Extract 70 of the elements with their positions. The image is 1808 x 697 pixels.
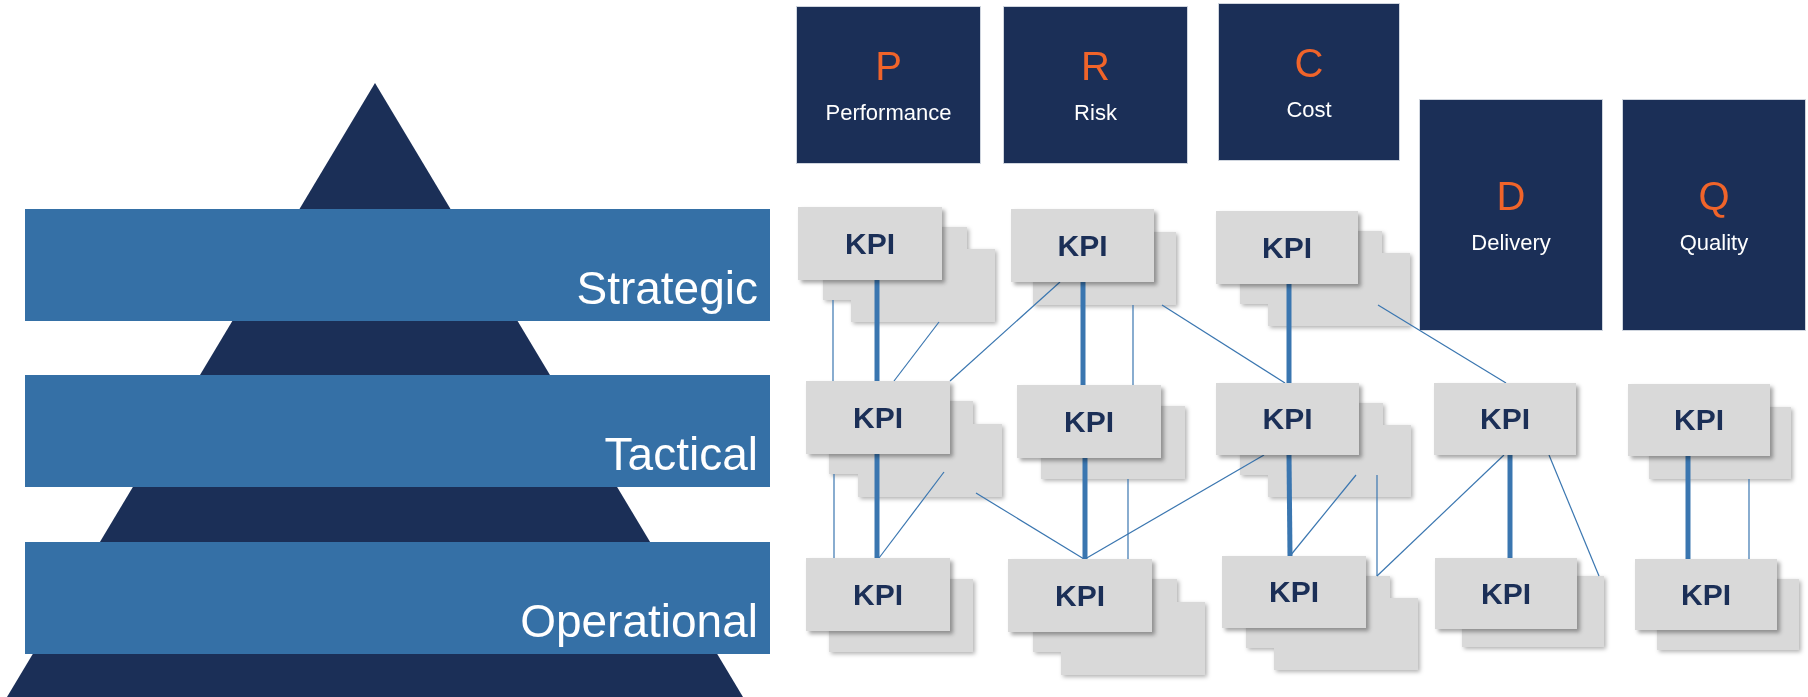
kpi-card (1628, 384, 1770, 456)
tile-letter: Q (1698, 176, 1730, 216)
connector-line (1286, 454, 1293, 557)
tile-letter: P (875, 46, 902, 86)
tile-label: Quality (1679, 232, 1749, 254)
level-label: Operational (520, 593, 758, 649)
connector-line (975, 492, 1085, 560)
kpi-label: KPI (853, 402, 903, 433)
connector-line (874, 454, 880, 558)
connector-line (1376, 454, 1505, 577)
connector-line (1127, 478, 1129, 560)
connector-line (1286, 284, 1292, 383)
kpi-label: KPI (1674, 405, 1724, 435)
connector-line (1685, 456, 1691, 559)
connector-line (1084, 454, 1265, 560)
kpi-label: KPI (1262, 404, 1313, 434)
connector-line (1376, 474, 1378, 577)
kpi-label: KPI (1481, 578, 1531, 609)
category-tile (1003, 6, 1188, 164)
kpi-card (1008, 559, 1152, 632)
level-band (25, 542, 770, 654)
kpi-card (1434, 383, 1576, 455)
kpi-label: KPI (1055, 580, 1105, 611)
connector-line (1289, 474, 1357, 557)
tile-letter: R (1081, 46, 1110, 86)
tile-label: Risk (1074, 102, 1117, 124)
tile-label: Cost (1286, 99, 1332, 121)
level-band (25, 209, 770, 321)
kpi-label: KPI (1057, 230, 1108, 261)
level-band (25, 375, 770, 487)
level-label: Tactical (604, 426, 758, 482)
connector-line (832, 299, 834, 382)
connector-line (874, 280, 880, 381)
connector-line (949, 281, 1061, 382)
kpi-card (1011, 209, 1154, 282)
kpi-card (1222, 556, 1366, 628)
kpi-card (1635, 559, 1777, 630)
kpi-card (1216, 383, 1359, 455)
kpi-label: KPI (1480, 404, 1530, 434)
category-tile (796, 6, 981, 164)
kpi-label: KPI (1064, 406, 1114, 437)
connector-line (1082, 458, 1088, 559)
tile-letter: D (1496, 176, 1526, 216)
connector-line (878, 471, 945, 559)
kpi-card (1017, 385, 1161, 458)
level-label: Strategic (576, 260, 758, 316)
tile-label: Delivery (1471, 232, 1551, 254)
kpi-label: KPI (845, 228, 895, 259)
connector-line (1080, 282, 1086, 385)
category-tile (1419, 99, 1603, 331)
kpi-label: KPI (853, 579, 903, 610)
connector-line (1161, 304, 1286, 384)
kpi-card (806, 558, 950, 631)
connector-line (1377, 304, 1507, 384)
connector-line (1507, 455, 1513, 558)
category-tile (1218, 3, 1400, 161)
connector-line (833, 473, 835, 559)
connector-line (1748, 478, 1750, 560)
kpi-card (1216, 211, 1358, 284)
kpi-label: KPI (1262, 232, 1312, 263)
tile-letter: C (1294, 43, 1324, 83)
kpi-card (1435, 558, 1577, 629)
connector-line (1132, 304, 1134, 386)
kpi-label: KPI (1681, 579, 1731, 610)
category-tile (1622, 99, 1806, 331)
tile-label: Performance (825, 102, 952, 124)
kpi-card (806, 381, 950, 454)
kpi-card (798, 207, 942, 280)
kpi-label: KPI (1269, 577, 1319, 607)
connector-line (893, 321, 940, 382)
